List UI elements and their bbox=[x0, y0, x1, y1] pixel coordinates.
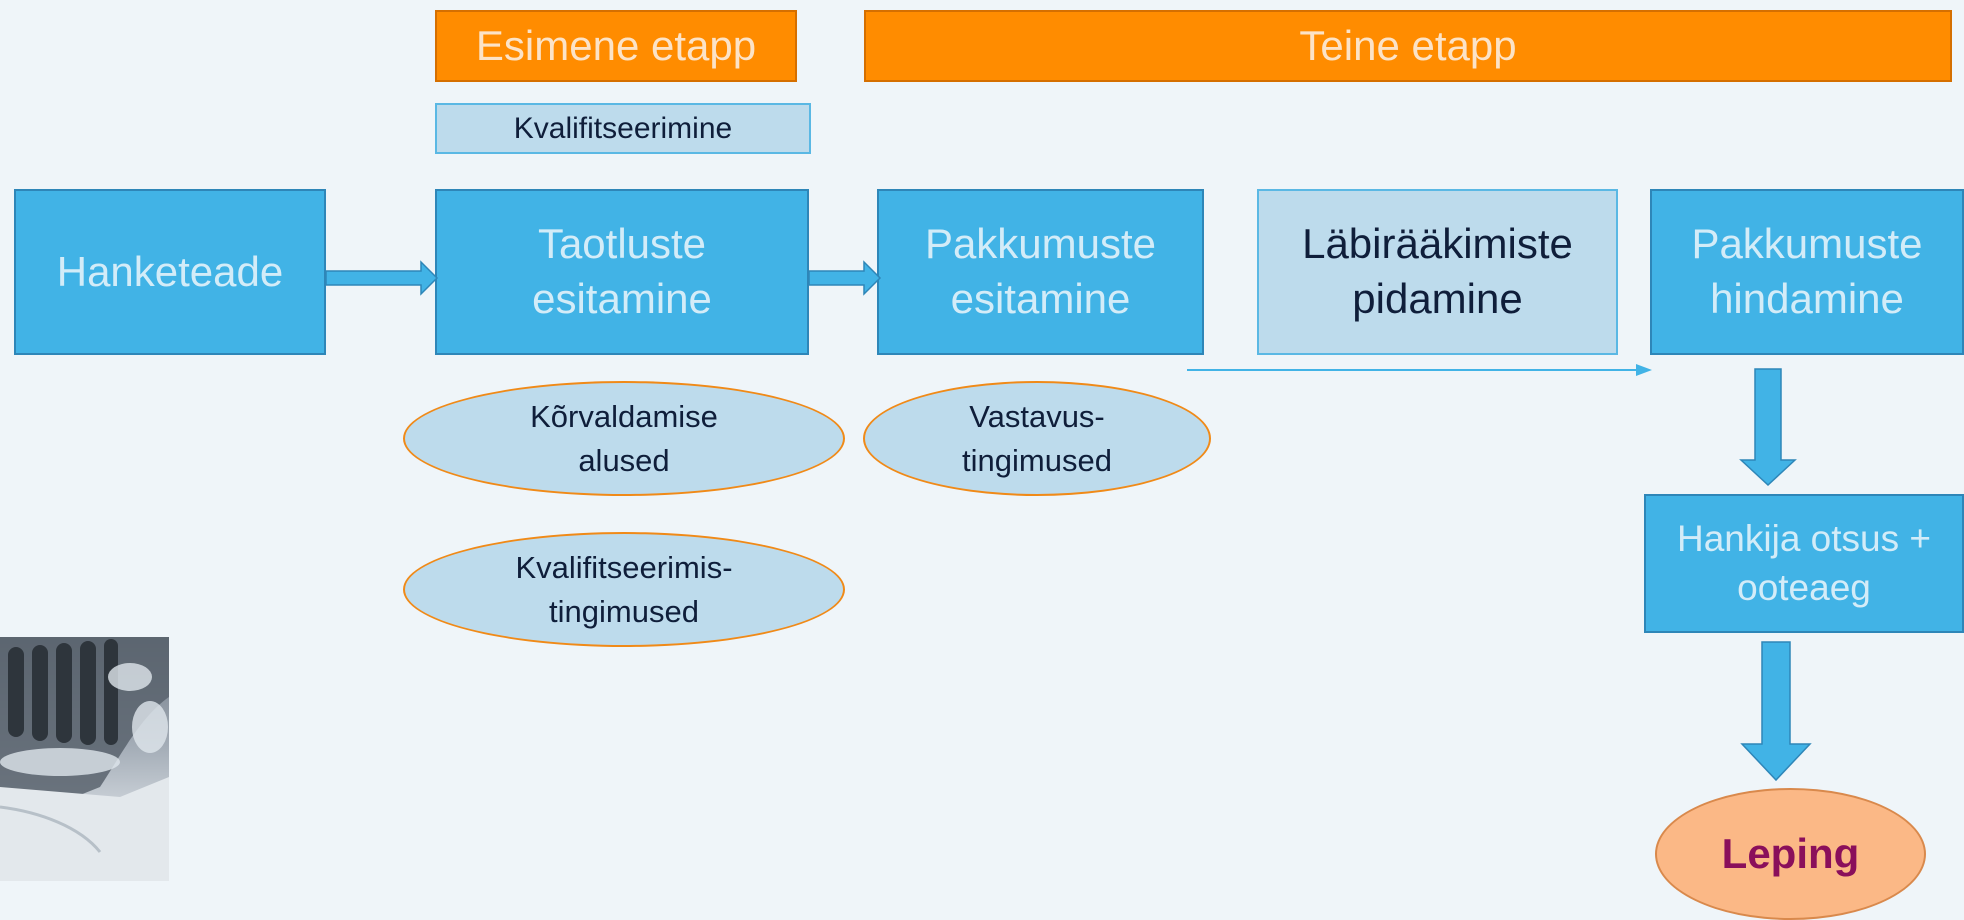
contract-label: Leping bbox=[1721, 830, 1860, 877]
step-tenders-box: Pakkumuste esitamine bbox=[877, 189, 1204, 355]
snow-vehicle-photo-graphic bbox=[0, 637, 169, 881]
snow-vehicle-photo bbox=[0, 637, 169, 881]
step-notice-box: Hanketeade bbox=[14, 189, 326, 355]
arrow-applications-to-tenders bbox=[808, 260, 882, 296]
stage-second-label: Teine etapp bbox=[1299, 22, 1517, 69]
exclusion-grounds-ellipse: Kõrvaldamise alused bbox=[403, 381, 845, 496]
arrow-tenders-to-evaluation-head bbox=[1636, 364, 1652, 376]
arrow-notice-to-applications bbox=[325, 260, 439, 296]
stage-first-bar: Esimene etapp bbox=[435, 10, 797, 82]
qualification-conditions-ellipse: Kvalifitseerimis- tingimused bbox=[403, 532, 845, 647]
step-evaluation-box: Pakkumuste hindamine bbox=[1650, 189, 1964, 355]
step-applications-box: Taotluste esitamine bbox=[435, 189, 809, 355]
step-negotiations-box: Läbirääkimiste pidamine bbox=[1257, 189, 1618, 355]
arrow-decision-to-contract bbox=[1740, 641, 1812, 782]
arrow-evaluation-to-decision bbox=[1739, 368, 1797, 487]
compliance-conditions-ellipse: Vastavus- tingimused bbox=[863, 381, 1211, 496]
contract-ellipse: Leping bbox=[1655, 788, 1926, 920]
stage-first-label: Esimene etapp bbox=[475, 22, 757, 69]
stage-second-bar: Teine etapp bbox=[864, 10, 1952, 82]
qualification-tag: Kvalifitseerimine bbox=[435, 103, 811, 154]
qualification-label: Kvalifitseerimine bbox=[513, 111, 733, 145]
step-decision-box: Hankija otsus + ooteaeg bbox=[1644, 494, 1964, 633]
